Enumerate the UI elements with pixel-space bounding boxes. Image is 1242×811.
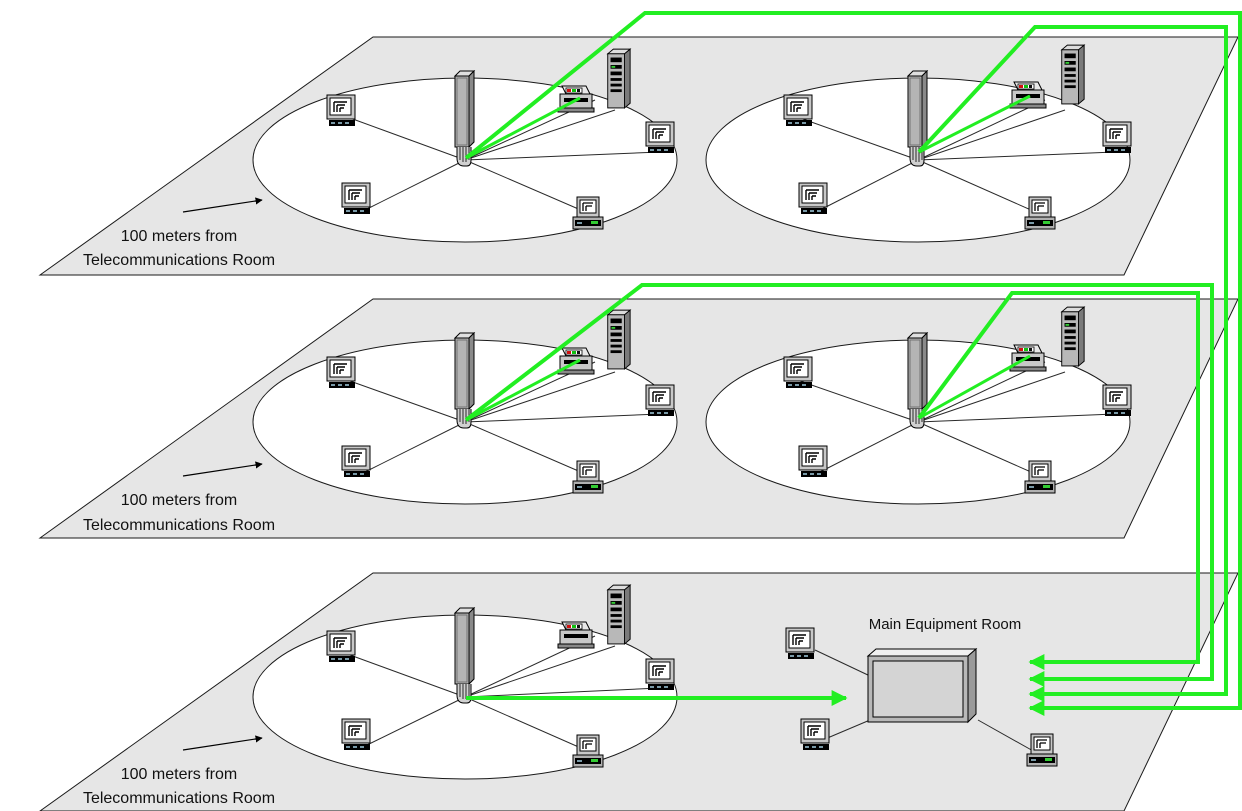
- workstation-monitor-icon: [798, 445, 828, 478]
- floor-label-line1: 100 meters from: [121, 228, 237, 245]
- desktop-pc-icon: [1026, 733, 1058, 767]
- workstation-monitor-icon: [645, 658, 675, 691]
- floor-label-line1: 100 meters from: [121, 492, 237, 509]
- hub-icon: [454, 607, 475, 704]
- riser-cable: [464, 11, 1242, 716]
- workstation-monitor-icon: [800, 718, 830, 751]
- workstation-monitor-icon: [341, 182, 371, 215]
- riser-cable: [464, 283, 1214, 687]
- workstation-monitor-icon: [1102, 121, 1132, 154]
- floor-bottom: Main Equipment Room 100 meters from Tele…: [39, 572, 1239, 811]
- riser-cable: [917, 25, 1228, 702]
- desktop-pc-icon: [1024, 196, 1056, 230]
- hub-printer-link: [465, 358, 581, 422]
- floor-middle: 100 meters from Telecommunications Room: [38, 298, 1239, 539]
- work-area-zone: [252, 309, 678, 505]
- workstation-monitor-icon: [645, 121, 675, 154]
- workstation-monitor-icon: [341, 445, 371, 478]
- floor-top: 100 meters from Telecommunications Room: [38, 36, 1239, 276]
- floor-label-line1: 100 meters from: [121, 766, 237, 783]
- workstation-monitor-icon: [326, 630, 356, 663]
- hub-printer-link: [918, 354, 1031, 420]
- server-tower-icon: [1061, 44, 1085, 105]
- server-tower-icon: [607, 48, 631, 109]
- arrow-icon: [182, 461, 263, 477]
- floor-label-line2: Telecommunications Room: [83, 517, 275, 534]
- workstation-monitor-icon: [785, 627, 815, 660]
- desktop-pc-icon: [572, 460, 604, 494]
- workstation-monitor-icon: [798, 182, 828, 215]
- hub-printer-link: [918, 94, 1031, 154]
- hub-icon: [907, 70, 928, 167]
- riser-cable: [917, 291, 1200, 670]
- workstation-monitor-icon: [645, 384, 675, 417]
- work-area-zone: [705, 306, 1132, 505]
- desktop-pc-icon: [572, 196, 604, 230]
- workstation-monitor-icon: [326, 356, 356, 389]
- server-tower-icon: [607, 309, 631, 370]
- floor-label-line2: Telecommunications Room: [83, 252, 275, 269]
- workstation-monitor-icon: [1102, 384, 1132, 417]
- arrow-icon: [182, 735, 263, 751]
- backbone-cabling: [464, 11, 1242, 716]
- main-equipment-room-label: Main Equipment Room: [869, 616, 1022, 633]
- work-area-zone: [705, 44, 1132, 243]
- arrow-icon: [182, 197, 263, 213]
- workstation-monitor-icon: [326, 94, 356, 127]
- workstation-monitor-icon: [783, 356, 813, 389]
- workstation-monitor-icon: [783, 94, 813, 127]
- main-equipment-rack-icon: [867, 648, 977, 723]
- desktop-pc-icon: [572, 734, 604, 768]
- server-tower-icon: [607, 584, 631, 645]
- main-equipment-room: Main Equipment Room: [785, 616, 1058, 767]
- work-area-zone: [252, 48, 678, 243]
- desktop-pc-icon: [1024, 460, 1056, 494]
- floor-label-line2: Telecommunications Room: [83, 790, 275, 807]
- server-tower-icon: [1061, 306, 1085, 367]
- hub-printer-link: [465, 96, 581, 160]
- workstation-monitor-icon: [341, 718, 371, 751]
